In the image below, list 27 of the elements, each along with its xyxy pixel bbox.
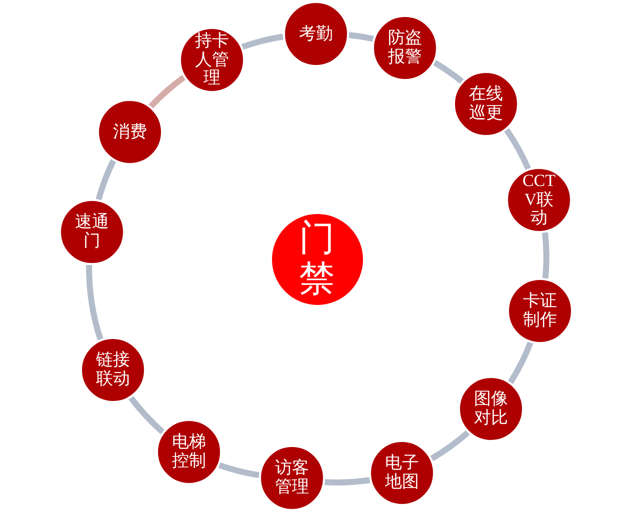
connector-arc [348, 32, 374, 42]
connector-arc [324, 477, 370, 486]
feature-label: 图像对比 [472, 390, 509, 428]
feature-label: 防盗报警 [386, 29, 423, 67]
feature-label: 电子地图 [384, 454, 420, 492]
connector-arc [128, 396, 165, 434]
connector-arc [218, 462, 260, 478]
connector-arc [430, 430, 470, 462]
connector-arc [241, 34, 284, 50]
feature-label: CCTV联动 [521, 172, 557, 228]
hub-title: 门禁 [298, 218, 336, 300]
feature-label: 访客管理 [274, 459, 310, 497]
connector-arc [148, 74, 186, 108]
connector-arc [433, 60, 464, 84]
connector-arc [96, 159, 116, 200]
connector-arc [504, 128, 531, 170]
feature-label: 卡证制作 [522, 292, 558, 330]
connector-arc [508, 341, 534, 384]
feature-label: 链接联动 [94, 351, 131, 389]
feature-label: 电梯控制 [170, 433, 207, 471]
feature-label: 速通门 [74, 213, 110, 251]
feature-label: 考勤 [298, 24, 334, 44]
feature-label: 在线巡更 [468, 85, 504, 123]
feature-label: 持卡人管理 [194, 32, 230, 88]
connector-arc [542, 232, 550, 279]
feature-label: 消费 [112, 122, 148, 142]
connector-arc [86, 264, 104, 340]
